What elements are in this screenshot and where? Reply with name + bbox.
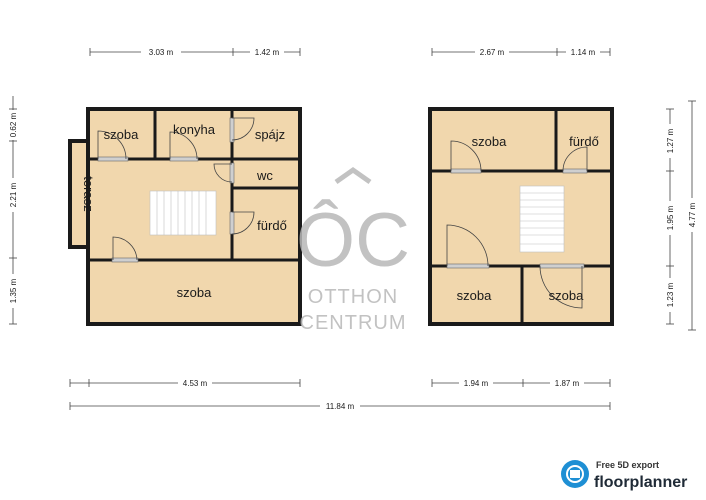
door-swing bbox=[231, 117, 255, 141]
door-swing bbox=[539, 265, 583, 309]
dimension-label: 1.95 m bbox=[666, 205, 675, 230]
dimension-label: 1.42 m bbox=[255, 48, 280, 57]
door-swing bbox=[231, 211, 255, 235]
dimension-label: 11.84 m bbox=[326, 402, 355, 411]
logo-roof-icon bbox=[334, 166, 372, 185]
door-swing bbox=[169, 131, 198, 160]
dimension-label: 4.53 m bbox=[183, 379, 208, 388]
floorplanner-brand: Free 5D export floorplanner bbox=[561, 460, 687, 491]
terrace-area bbox=[70, 141, 88, 247]
dimension-label: 1.14 m bbox=[571, 48, 596, 57]
left-floor: szoba konyha spájz wc fürdő terasz szoba bbox=[68, 107, 302, 326]
door bbox=[446, 263, 490, 269]
door bbox=[562, 168, 588, 174]
dimension-label: 2.21 m bbox=[9, 182, 18, 207]
room-label-szoba: szoba bbox=[549, 288, 584, 303]
door-swing bbox=[213, 163, 233, 183]
room-label-terasz: terasz bbox=[81, 176, 96, 211]
dimension-label: 2.67 m bbox=[480, 48, 505, 57]
door bbox=[229, 162, 235, 184]
dimension-label: 0.62 m bbox=[9, 112, 18, 137]
room-label-wc: wc bbox=[256, 168, 273, 183]
room-label-furdo: fürdő bbox=[569, 134, 599, 149]
logo-text-otthon: OTTHON bbox=[308, 286, 398, 308]
door bbox=[229, 117, 235, 143]
door-swing bbox=[562, 146, 588, 172]
otthon-centrum-logo: ÔC OTTHON CENTRUM bbox=[296, 166, 410, 334]
door bbox=[111, 257, 139, 263]
logo-mark: ÔC bbox=[296, 198, 410, 283]
dimension-label: 1.23 m bbox=[666, 282, 675, 307]
door bbox=[97, 156, 129, 162]
dimension-label: 3.03 m bbox=[149, 48, 174, 57]
door bbox=[539, 263, 585, 269]
brand-export-label: Free 5D export bbox=[596, 460, 659, 470]
room-label-szoba: szoba bbox=[177, 285, 212, 300]
brand-name: floorplanner bbox=[594, 474, 687, 491]
room-label-konyha: konyha bbox=[173, 122, 216, 137]
room-label-spajz: spájz bbox=[255, 127, 285, 142]
door bbox=[169, 156, 199, 162]
door-swing bbox=[450, 140, 482, 172]
room-label-szoba: szoba bbox=[104, 127, 139, 142]
staircase bbox=[519, 185, 565, 253]
room-label-szoba: szoba bbox=[457, 288, 492, 303]
logo-text-centrum: CENTRUM bbox=[300, 312, 407, 334]
room-label-szoba: szoba bbox=[472, 134, 507, 149]
door bbox=[450, 168, 482, 174]
dimension-label: 1.27 m bbox=[666, 128, 675, 153]
right-floor: szoba fürdő szoba szoba bbox=[428, 107, 614, 326]
dimension-lines: 3.03 m 1.42 m 2.67 m 1.14 m 0.62 m 2.21 … bbox=[8, 47, 697, 411]
door-swing bbox=[446, 224, 489, 267]
terrace-wall bbox=[68, 139, 90, 249]
dimension-label: 1.94 m bbox=[464, 379, 489, 388]
door-swing bbox=[97, 130, 127, 160]
room-label-furdo: fürdő bbox=[257, 218, 287, 233]
door bbox=[229, 211, 235, 235]
dimension-label: 1.87 m bbox=[555, 379, 580, 388]
staircase bbox=[149, 190, 217, 236]
dimension-label: 4.77 m bbox=[688, 202, 697, 227]
door-swing bbox=[112, 236, 138, 261]
dimension-label: 1.35 m bbox=[9, 278, 18, 303]
